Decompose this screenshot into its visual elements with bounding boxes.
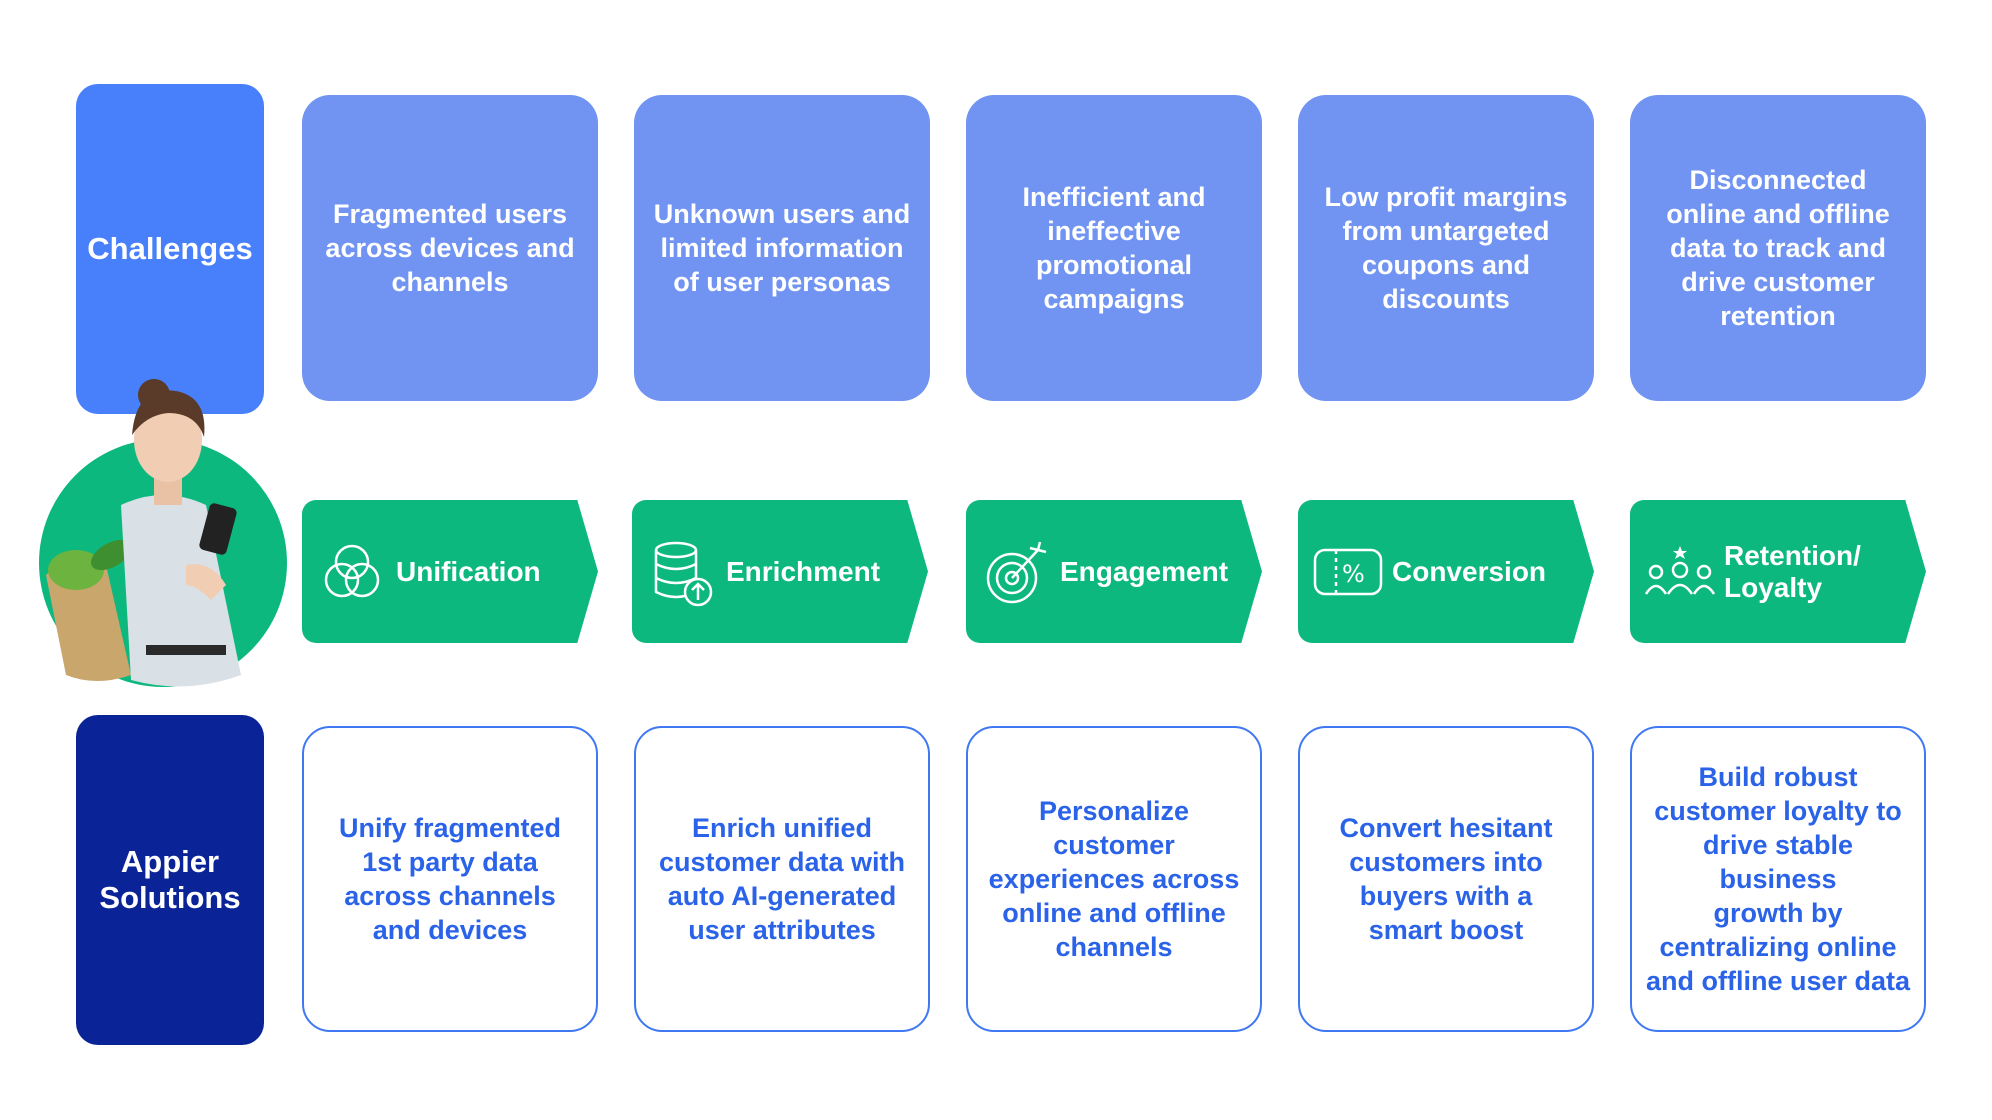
people-group-icon	[1644, 536, 1716, 608]
solution-card-1: Unify fragmented 1st party data across c…	[302, 726, 598, 1032]
percent-coupon-icon: %	[1312, 536, 1384, 608]
challenge-card-1: Fragmented users across devices and chan…	[302, 95, 598, 401]
stage-conversion: % Conversion	[1298, 500, 1594, 643]
svg-text:%: %	[1342, 560, 1365, 588]
stage-unification: Unification	[302, 500, 598, 643]
solution-card-2: Enrich unified customer data with auto A…	[634, 726, 930, 1032]
stage-retention-loyalty: Retention/ Loyalty	[1630, 500, 1926, 643]
solution-card-5: Build robust customer loyalty to drive s…	[1630, 726, 1926, 1032]
solution-card-4: Convert hesitant customers into buyers w…	[1298, 726, 1594, 1032]
challenge-card-3: Inefficient and ineffective promotional …	[966, 95, 1262, 401]
overlapping-circles-icon	[316, 536, 388, 608]
stage-label: Engagement	[1060, 555, 1229, 587]
appier-solutions-row-label: Appier Solutions	[76, 715, 264, 1045]
challenge-card-5: Disconnected online and offline data to …	[1630, 95, 1926, 401]
stage-label: Retention/ Loyalty	[1724, 539, 1861, 603]
solution-card-3: Personalize customer experiences across …	[966, 726, 1262, 1032]
stage-label: Enrichment	[726, 555, 881, 587]
challenge-card-4: Low profit margins from untargeted coupo…	[1298, 95, 1594, 401]
shopper-with-phone-illustration	[39, 379, 287, 687]
challenge-card-2: Unknown users and limited information of…	[634, 95, 930, 401]
stage-label: Unification	[396, 555, 541, 587]
stage-engagement: Engagement	[966, 500, 1262, 643]
challenges-row-label: Challenges	[76, 84, 264, 414]
stage-label: Conversion	[1392, 555, 1547, 587]
database-upload-icon	[646, 536, 718, 608]
stage-enrichment: Enrichment	[632, 500, 928, 643]
target-arrow-icon	[980, 536, 1052, 608]
